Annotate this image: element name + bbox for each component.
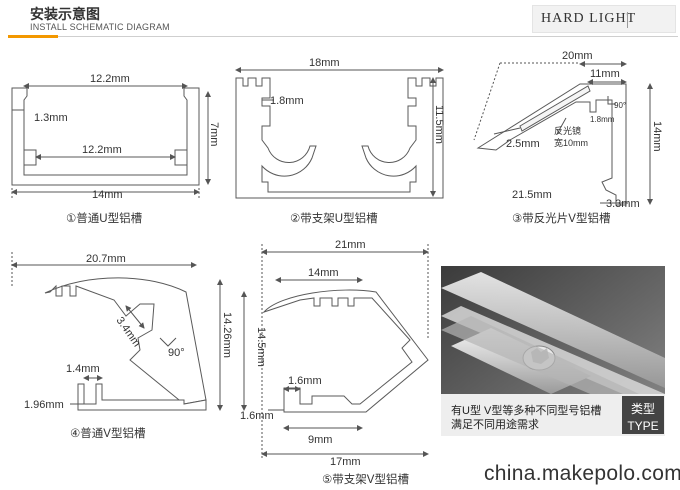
u-inner-tab-left [24, 149, 37, 166]
photo-caption-line1: 有U型 V型等多种不同型号铝槽 [451, 405, 602, 417]
header-accent-bar [8, 35, 58, 38]
dim-label: 21.5mm [512, 189, 552, 201]
diagram-v-plain-profile [11, 252, 223, 411]
diagram-caption: ①普通U型铝槽 [66, 211, 143, 225]
dim-label: 14mm [651, 121, 663, 152]
page-title: 安装示意图 [30, 6, 100, 22]
dim-label: 12.2mm [90, 73, 130, 85]
v-reflector-shape [476, 83, 627, 206]
type-badge-en: TYPE [627, 419, 659, 433]
watermark: china.makepolo.com [484, 462, 680, 485]
type-badge-cn: 类型 [630, 402, 655, 416]
u-bracket-shape [235, 77, 444, 199]
dim-label: 宽10mm [554, 137, 588, 148]
v-bracket-shape [262, 289, 429, 413]
dim-label: 1.3mm [34, 112, 68, 124]
right-angle-mark [159, 337, 177, 347]
diagram-caption: ③带反光片V型铝槽 [512, 211, 611, 225]
dim-label: 90° [614, 101, 626, 110]
dim-label: 14mm [308, 267, 339, 279]
dim-label: 20.7mm [86, 253, 126, 265]
brand-badge: HARD LIGHT [532, 5, 676, 33]
ext-line [473, 62, 501, 141]
dim-line [125, 305, 145, 329]
dim-label: 1.6mm [240, 410, 274, 422]
dim-label: 14.26mm [221, 312, 233, 358]
dim-label: 1.8mm [270, 95, 304, 107]
type-badge: 类型 TYPE [622, 396, 664, 434]
dim-label: 1.96mm [24, 399, 64, 411]
u-inner-tab-right [174, 149, 187, 166]
dim-label: 11.5mm [433, 105, 445, 144]
diagram-v-bracket-profile [241, 244, 429, 460]
dim-label: 7mm [208, 122, 220, 146]
dim-label: 14mm [92, 189, 123, 201]
right-angle-mark [607, 96, 616, 105]
dim-label: 18mm [309, 57, 340, 69]
u-profile-shape [11, 87, 200, 186]
brand-name: HARD LIGHT [541, 11, 637, 26]
dim-label: 2.5mm [506, 138, 540, 150]
dim-label: 反光镜 [554, 125, 581, 136]
diagram-caption: ⑤带支架V型铝槽 [322, 472, 409, 486]
page-subtitle: INSTALL SCHEMATIC DIAGRAM [30, 22, 170, 32]
dim-label: 3.4mm [114, 315, 143, 349]
header-divider [8, 36, 678, 37]
diagram-v-reflector-profile [473, 61, 653, 206]
v-plain-shape [44, 277, 207, 405]
diagram-caption: ④普通V型铝槽 [70, 426, 146, 440]
diagram-u-profile [11, 83, 211, 200]
diagram-u-bracket-profile [235, 67, 444, 199]
dim-label: 20mm [562, 50, 593, 62]
dim-label: 14.5mm [255, 327, 267, 367]
leader-line [493, 127, 521, 135]
dim-label: 11mm [590, 68, 620, 80]
dim-label: 9mm [308, 434, 332, 446]
dim-label: 21mm [335, 239, 366, 251]
dim-label: 12.2mm [82, 144, 122, 156]
dim-label: 3.3mm [606, 198, 640, 210]
v-plain-base [77, 383, 207, 411]
diagram-caption: ②带支架U型铝槽 [290, 211, 378, 225]
leader-line [556, 117, 567, 135]
reflector-strip [519, 85, 591, 132]
photo-caption-line2: 满足不同用途需求 [451, 419, 539, 431]
dim-label: 1.8mm [590, 115, 615, 124]
brand-separator [627, 12, 628, 28]
dim-label: 90° [168, 347, 185, 359]
dim-label: 1.6mm [288, 375, 322, 387]
dim-label: 1.4mm [66, 363, 100, 375]
dim-label: 17mm [330, 456, 361, 468]
